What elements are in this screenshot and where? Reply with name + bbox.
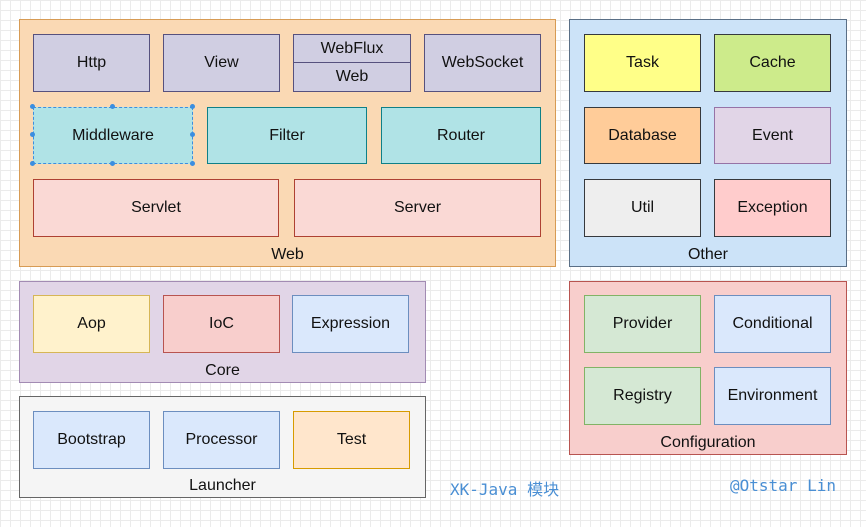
- websocket-module[interactable]: WebSocket: [424, 34, 541, 92]
- selection-handle[interactable]: [190, 132, 195, 137]
- ioc-module[interactable]: IoC: [163, 295, 280, 353]
- exception-module[interactable]: Exception: [714, 179, 831, 237]
- selection-handle[interactable]: [30, 161, 35, 166]
- author-credit: @Otstar Lin: [730, 476, 836, 495]
- servlet-module[interactable]: Servlet: [33, 179, 279, 237]
- database-module[interactable]: Database: [584, 107, 701, 164]
- core-group-label: Core: [205, 362, 240, 379]
- task-module[interactable]: Task: [584, 34, 701, 92]
- selection-handle[interactable]: [190, 104, 195, 109]
- router-module[interactable]: Router: [381, 107, 541, 164]
- processor-module[interactable]: Processor: [163, 411, 280, 469]
- provider-module[interactable]: Provider: [584, 295, 701, 353]
- aop-module[interactable]: Aop: [33, 295, 150, 353]
- other-group-label: Other: [687, 246, 728, 263]
- test-module[interactable]: Test: [293, 411, 410, 469]
- selection-handle[interactable]: [110, 104, 115, 109]
- middleware-module[interactable]: Middleware: [33, 107, 193, 164]
- cache-module[interactable]: Cache: [714, 34, 831, 92]
- filter-module[interactable]: Filter: [207, 107, 367, 164]
- selection-handle[interactable]: [30, 132, 35, 137]
- util-module[interactable]: Util: [584, 179, 701, 237]
- environment-module[interactable]: Environment: [714, 367, 831, 425]
- web-group-label: Web: [271, 246, 304, 263]
- configuration-group-label: Configuration: [660, 434, 756, 451]
- server-module[interactable]: Server: [294, 179, 541, 237]
- conditional-module[interactable]: Conditional: [714, 295, 831, 353]
- selection-handle[interactable]: [30, 104, 35, 109]
- event-module[interactable]: Event: [714, 107, 831, 164]
- bootstrap-module[interactable]: Bootstrap: [33, 411, 150, 469]
- expression-module[interactable]: Expression: [292, 295, 409, 353]
- launcher-group-label: Launcher: [189, 477, 256, 494]
- http-module[interactable]: Http: [33, 34, 150, 92]
- registry-module[interactable]: Registry: [584, 367, 701, 425]
- web-submodule[interactable]: Web: [293, 62, 411, 92]
- view-module[interactable]: View: [163, 34, 280, 92]
- selection-handle[interactable]: [110, 161, 115, 166]
- selection-handle[interactable]: [190, 161, 195, 166]
- diagram-caption: XK-Java 模块: [450, 480, 560, 499]
- webflux-module[interactable]: WebFlux: [293, 34, 411, 63]
